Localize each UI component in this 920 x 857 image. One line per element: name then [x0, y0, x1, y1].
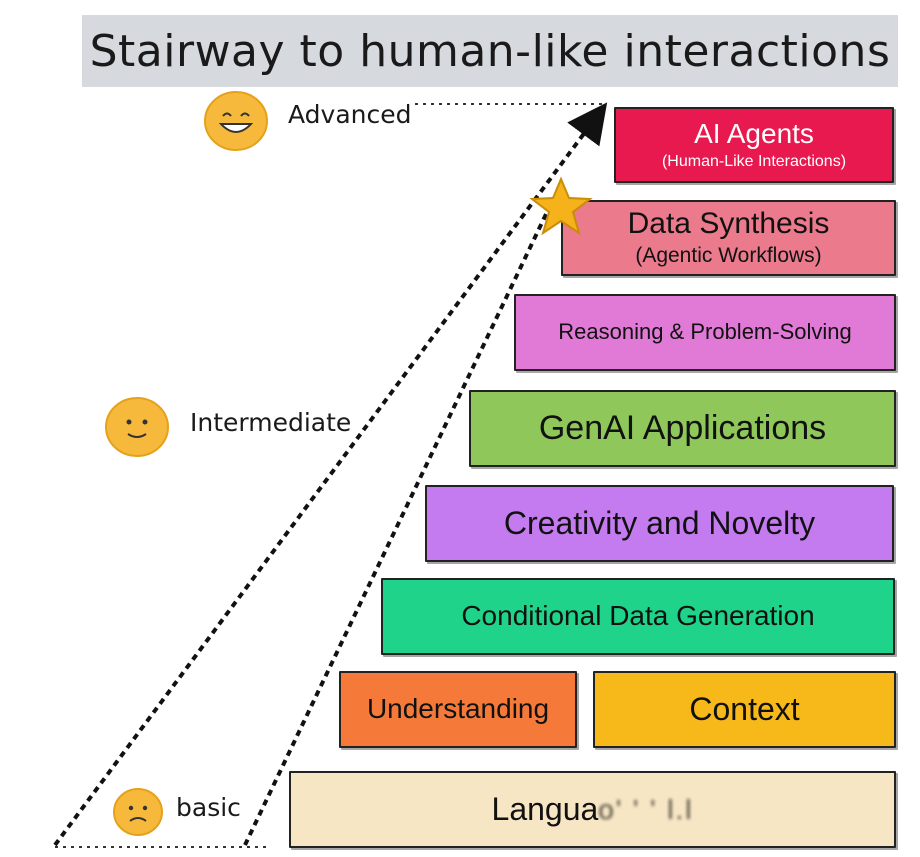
- sad-face-icon: [113, 788, 163, 836]
- stair-genai-title: GenAI Applications: [538, 408, 827, 447]
- page-title: Stairway to human-like interactions: [89, 25, 891, 77]
- stair-context: Context: [593, 671, 896, 748]
- level-intermediate-label: Intermediate: [190, 408, 352, 437]
- title-bar: Stairway to human-like interactions: [82, 15, 898, 87]
- stair-language-obscured-text: o' ' ' l.l: [598, 793, 694, 825]
- smiling-face-icon: [204, 91, 268, 151]
- stair-context-title: Context: [689, 690, 800, 727]
- stair-ai-agents-title: AI Agents: [694, 117, 814, 149]
- stair-data-synthesis-subtitle: (Agentic Workflows): [635, 244, 822, 268]
- stair-conditional-title: Conditional Data Generation: [461, 600, 815, 632]
- stair-ai-agents: AI Agents (Human-Like Interactions): [614, 107, 894, 183]
- stair-creativity: Creativity and Novelty: [425, 485, 894, 562]
- level-basic-label: basic: [176, 793, 241, 822]
- stair-creativity-title: Creativity and Novelty: [503, 504, 816, 541]
- level-advanced-label: Advanced: [288, 100, 412, 129]
- stair-reasoning-title: Reasoning & Problem-Solving: [558, 319, 852, 345]
- stair-reasoning: Reasoning & Problem-Solving: [514, 294, 896, 371]
- stair-ai-agents-subtitle: (Human-Like Interactions): [661, 153, 847, 171]
- stair-understanding-title: Understanding: [366, 693, 550, 725]
- outer-diagonal-arrow: [53, 102, 608, 847]
- stair-genai-applications: GenAI Applications: [469, 390, 896, 467]
- stair-language: Langua o' ' ' l.l: [289, 771, 896, 848]
- stair-conditional-data-generation: Conditional Data Generation: [381, 578, 895, 655]
- stair-understanding: Understanding: [339, 671, 577, 748]
- stair-language-title: Langua: [491, 790, 599, 827]
- stair-data-synthesis-title: Data Synthesis: [627, 207, 830, 241]
- stair-data-synthesis: Data Synthesis (Agentic Workflows): [561, 200, 896, 276]
- star-icon: [529, 176, 593, 236]
- inner-diagonal-line: [243, 209, 550, 846]
- slight-smile-face-icon: [105, 397, 169, 457]
